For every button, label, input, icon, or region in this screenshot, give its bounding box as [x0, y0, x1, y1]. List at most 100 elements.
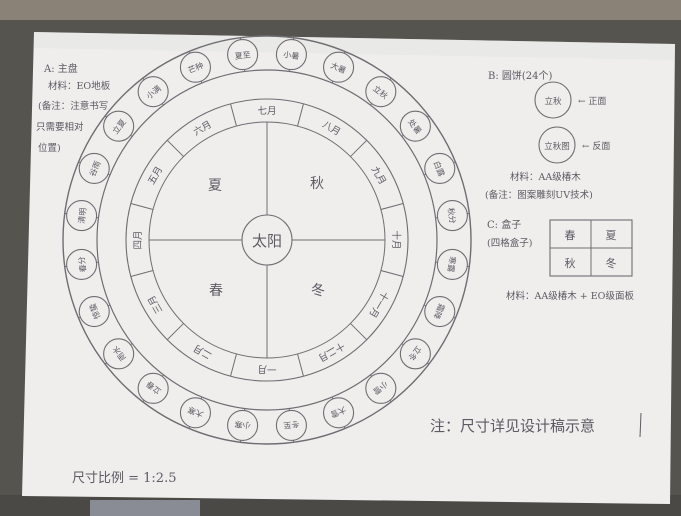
solar-term-disc-circle: [179, 51, 211, 83]
month-divider: [380, 203, 404, 210]
month-divider: [297, 103, 304, 127]
wall-strip: [0, 0, 681, 20]
month-label: 四月: [133, 230, 144, 249]
section-a-title: A: 主盘: [43, 62, 78, 75]
solar-term-disc-circle: [399, 338, 431, 370]
solar-term-disc: 谷雨: [78, 152, 110, 184]
object-on-table: [90, 500, 200, 516]
solar-term-disc: 惊蛰: [78, 296, 110, 328]
solar-term-disc-circle: [137, 76, 169, 108]
section-c-title: C: 盒子: [487, 218, 521, 231]
solar-term-label: 寒露: [446, 256, 458, 273]
solar-term-disc-circle: [424, 152, 456, 184]
wheel-center-label: 太阳: [252, 232, 282, 250]
solar-term-label: 夏至: [234, 50, 251, 61]
solar-term-disc: 白露: [424, 152, 456, 184]
solar-term-label: 冬至: [283, 419, 300, 431]
solar-term-disc-circle: [66, 248, 98, 280]
box-cell-autumn: 秋: [565, 256, 576, 270]
solar-term-wheel: 芒种夏至小暑大暑立秋处暑白露秋分寒露霜降立冬小雪大雪冬至小寒大寒立春雨水惊蛰春分…: [62, 35, 472, 445]
solar-term-disc-circle: [227, 409, 259, 441]
month-label: 十月: [390, 230, 402, 249]
section-a-material: 材料：EO地板: [48, 80, 111, 92]
section-a-note-1: (备注：注意书写: [38, 100, 108, 112]
solar-term-disc: 芒种: [179, 51, 211, 83]
section-b-material: 材料：AA级椿木: [510, 171, 581, 183]
solar-term-label: 小寒: [234, 419, 251, 431]
solar-term-disc: 立秋: [365, 76, 397, 108]
section-c-material: 材料：AA级椿木 + EO级面板: [506, 290, 634, 302]
solar-term-disc: 夏至: [227, 39, 259, 71]
paper-sheet: [22, 32, 675, 504]
solar-term-disc-circle: [179, 397, 211, 429]
solar-term-disc-circle: [78, 152, 110, 184]
solar-term-disc-circle: [365, 372, 397, 404]
footer-note: 注：尺寸详见设计稿示意: [430, 417, 595, 435]
solar-term-disc-circle: [424, 296, 456, 328]
sample-piece-back: [538, 126, 576, 164]
month-divider: [166, 139, 184, 157]
solar-term-disc: 大寒: [179, 397, 211, 429]
sample-piece-back-arrow: ← 反面: [582, 141, 610, 152]
solar-term-disc: 小满: [137, 76, 169, 108]
month-label: 七月: [257, 106, 276, 117]
section-b-notes: B: 圆饼(24个) 立秋 ← 正面 立秋图 ← 反面 材料：AA级椿木 (备注…: [485, 69, 610, 201]
section-a-notes: A: 主盘 材料：EO地板 (备注：注意书写 只需要相对 位置): [36, 62, 111, 154]
wheel-outer-ring: [62, 35, 472, 445]
section-c-subtitle: (四格盒子): [487, 237, 532, 249]
month-divider: [130, 270, 154, 277]
solar-term-disc-circle: [137, 372, 169, 404]
solar-term-disc: 秋分: [436, 200, 468, 232]
month-divider: [130, 203, 154, 210]
solar-term-disc-circle: [399, 110, 431, 142]
wheel-term-ring: [96, 69, 438, 411]
solar-term-disc-circle: [103, 338, 135, 370]
month-divider: [350, 323, 368, 341]
solar-term-disc: 雨水: [103, 338, 135, 370]
solar-term-discs: 芒种夏至小暑大暑立秋处暑白露秋分寒露霜降立冬小雪大雪冬至小寒大寒立春雨水惊蛰春分…: [66, 39, 468, 441]
season-label-autumn: 秋: [310, 176, 324, 192]
solar-term-disc-circle: [436, 248, 468, 280]
sample-piece-back-label: 立秋图: [544, 141, 570, 152]
scale-note: 尺寸比例 = 1:2.5: [72, 471, 176, 486]
season-label-summer: 夏: [208, 178, 222, 194]
solar-term-disc-circle: [275, 409, 307, 441]
solar-term-disc-circle: [365, 76, 397, 108]
month-divider: [230, 103, 237, 127]
solar-term-disc: 清明: [66, 200, 98, 232]
box-cell-winter: 冬: [606, 256, 617, 270]
solar-term-disc: 处暑: [399, 110, 431, 142]
solar-term-disc: 立夏: [103, 110, 135, 142]
solar-term-disc: 霜降: [424, 296, 456, 328]
section-b-title: B: 圆饼(24个): [488, 69, 553, 82]
solar-term-disc-circle: [78, 296, 110, 328]
section-a-note-2: 只需要相对: [36, 121, 84, 133]
solar-term-disc-circle: [103, 110, 135, 142]
solar-term-disc-circle: [275, 39, 307, 71]
solar-term-disc-circle: [227, 39, 259, 71]
sample-piece-front-arrow: ← 正面: [578, 96, 606, 107]
month-divider: [166, 323, 184, 341]
sample-piece-front: [534, 81, 572, 119]
solar-term-label: 秋分: [446, 207, 458, 224]
season-label-spring: 春: [209, 283, 223, 299]
solar-term-disc: 大暑: [323, 51, 355, 83]
sample-piece-front-label: 立秋: [544, 96, 562, 107]
box-cell-summer: 夏: [606, 229, 617, 242]
month-divider: [297, 353, 304, 377]
wheel-month-ring: [125, 98, 409, 382]
solar-term-disc: 春分: [66, 248, 98, 280]
solar-term-disc-circle: [323, 397, 355, 429]
month-divider: [350, 139, 368, 157]
solar-term-label: 小暑: [283, 50, 300, 61]
solar-term-disc-circle: [66, 200, 98, 232]
month-label: 一月: [257, 363, 276, 374]
solar-term-disc: 立春: [137, 372, 169, 404]
solar-term-label: 清明: [76, 207, 88, 224]
solar-term-disc: 小寒: [227, 409, 259, 441]
solar-term-label: 春分: [76, 256, 88, 273]
solar-term-disc: 寒露: [436, 248, 468, 280]
box-cell-spring: 春: [565, 229, 576, 242]
solar-term-disc: 冬至: [275, 409, 307, 441]
